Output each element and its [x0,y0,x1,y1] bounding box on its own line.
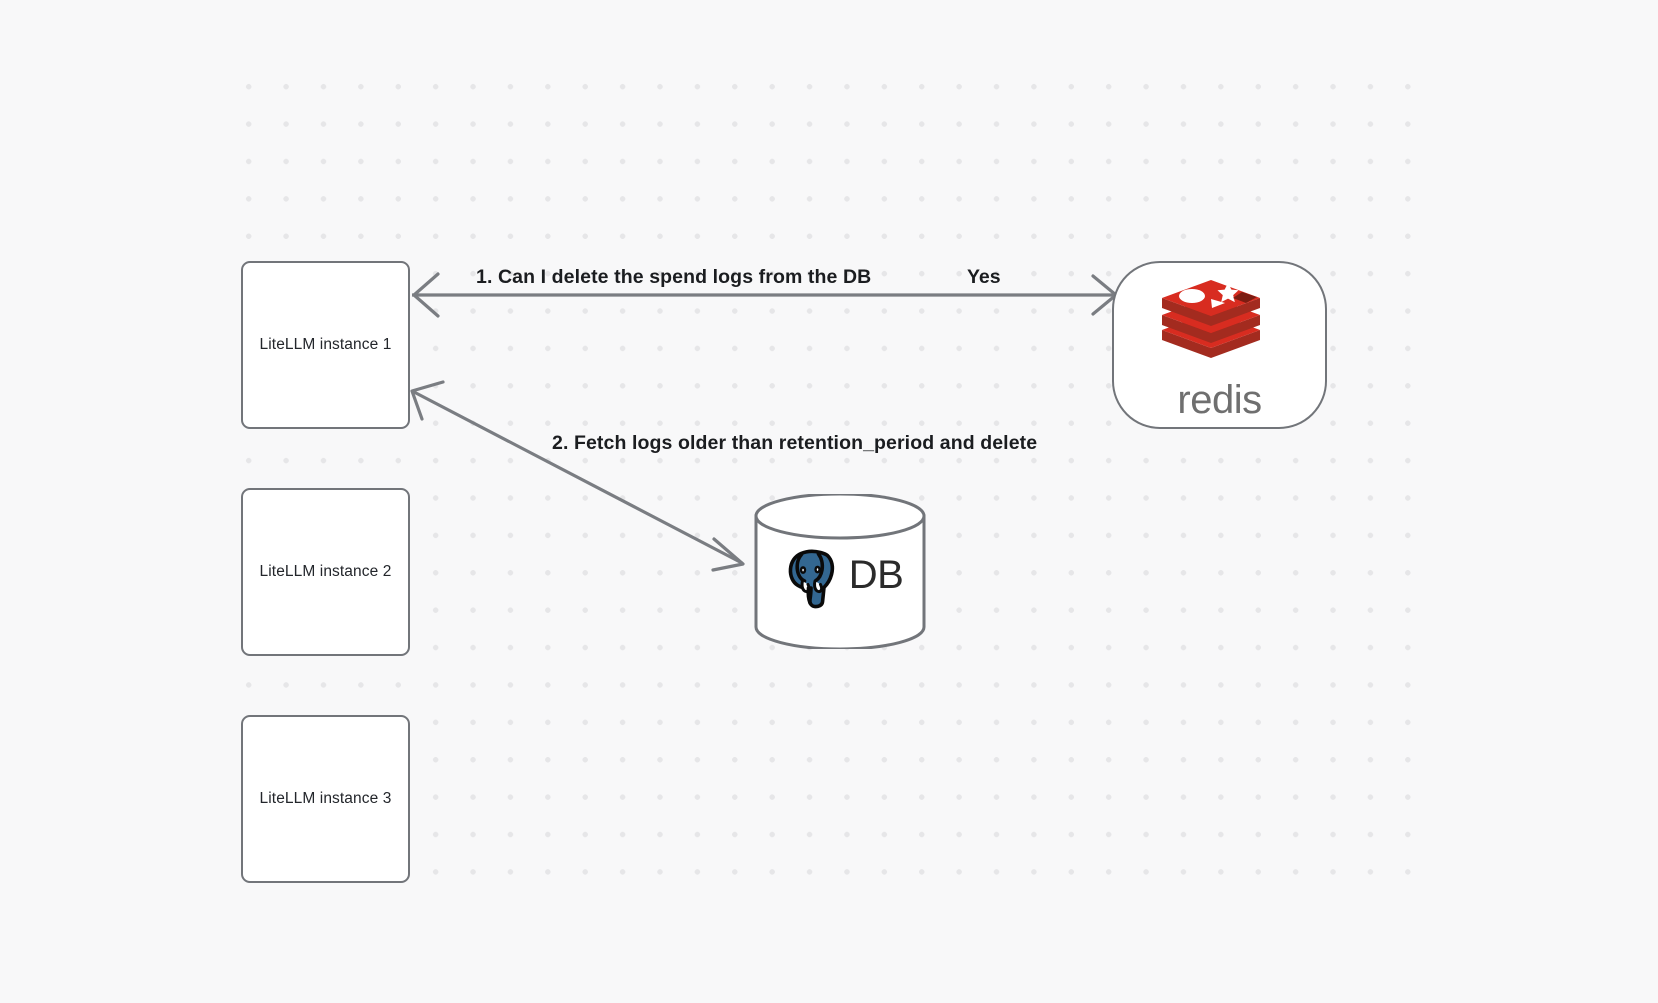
node-redis[interactable]: redis [1112,261,1327,429]
postgresql-elephant-icon [788,549,834,609]
node-label: LiteLLM instance 2 [259,563,392,581]
arrowhead-upper-left [410,380,445,421]
arrowhead-left [412,272,440,318]
node-litellm-instance-1[interactable]: LiteLLM instance 1 [241,261,410,429]
edge-instance1-db [410,380,745,572]
db-label: DB [848,553,904,597]
node-litellm-instance-3[interactable]: LiteLLM instance 3 [241,715,410,883]
edge-label-1: 1. Can I delete the spend logs from the … [476,266,872,288]
node-label: LiteLLM instance 1 [259,336,392,354]
node-postgres-db[interactable]: DB [753,494,927,649]
node-label: LiteLLM instance 3 [259,790,392,808]
node-litellm-instance-2[interactable]: LiteLLM instance 2 [241,488,410,656]
arrowhead-lower-right [711,537,745,572]
redis-logo-icon [1161,280,1260,358]
edge-label-yes: Yes [967,266,1001,288]
edge-label-2: 2. Fetch logs older than retention_perio… [552,432,1038,454]
cylinder-shape [754,494,926,649]
redis-wordmark: redis [1177,378,1262,422]
